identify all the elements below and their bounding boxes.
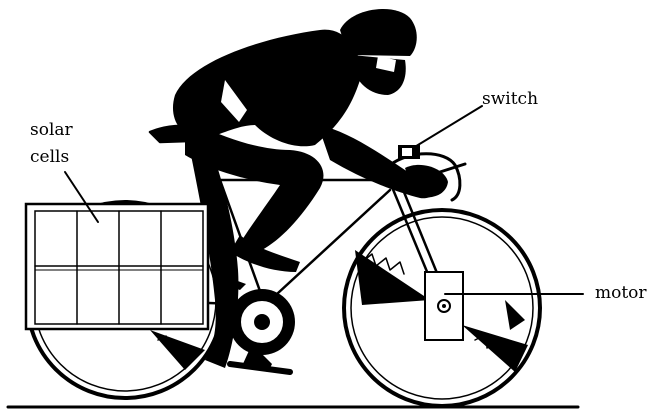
- label-solar-line2: cells: [30, 147, 69, 167]
- motor: [425, 272, 463, 340]
- label-motor: motor: [595, 283, 647, 303]
- label-switch: switch: [482, 89, 538, 109]
- switch: [398, 145, 420, 159]
- solar-panel: [26, 204, 208, 329]
- leader-switch: [413, 106, 482, 148]
- label-solar-line1: solar: [30, 120, 74, 140]
